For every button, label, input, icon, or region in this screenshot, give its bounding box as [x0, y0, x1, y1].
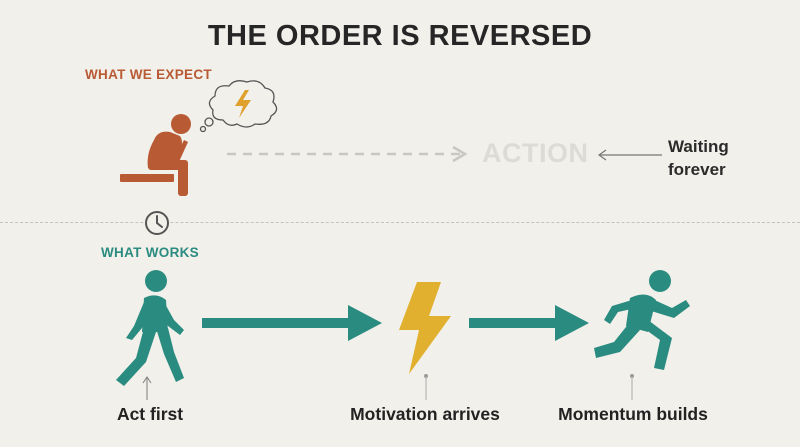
action-text: ACTION [482, 138, 589, 168]
what-we-expect-label: WHAT WE EXPECT [85, 67, 212, 82]
thinking-person-icon [120, 114, 191, 196]
what-works-label: WHAT WORKS [101, 245, 199, 260]
momentum-pointer [630, 374, 634, 400]
step-caption-momentum: Momentum builds [558, 404, 708, 424]
arrow-motivation-to-momentum [469, 305, 589, 341]
page-title: THE ORDER IS REVERSED [207, 20, 593, 52]
act-pointer [142, 376, 152, 400]
motivation-pointer [424, 374, 428, 400]
waiting-forever-note: Waiting forever [668, 137, 729, 179]
step-caption-act-first: Act first [116, 404, 184, 424]
step-caption-motivation: Motivation arrives [350, 404, 500, 424]
note-pointer-arrow [597, 149, 662, 161]
walking-person-icon [116, 270, 184, 386]
section-divider [0, 222, 800, 223]
dashed-arrow [227, 145, 468, 163]
lightning-bolt-icon [399, 282, 451, 374]
running-person-icon [594, 270, 690, 370]
thought-bubble-icon [199, 80, 278, 133]
arrow-act-to-motivation [202, 305, 382, 341]
clock-icon [145, 211, 169, 235]
